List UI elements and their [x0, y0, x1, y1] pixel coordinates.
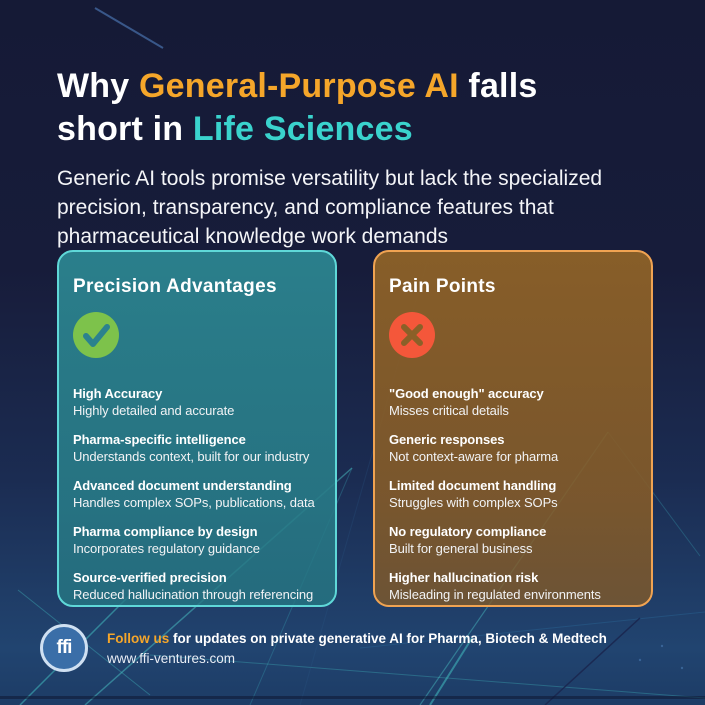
- list-item: No regulatory compliance Built for gener…: [389, 523, 643, 557]
- cross-icon: [389, 312, 435, 358]
- page-title: Why General-Purpose AI falls short in Li…: [57, 65, 677, 151]
- list-item: Pharma-specific intelligence Understands…: [73, 431, 327, 465]
- item-desc: Understands context, built for our indus…: [73, 449, 310, 464]
- subtitle: Generic AI tools promise versatility but…: [57, 167, 603, 248]
- list-item: Pharma compliance by design Incorporates…: [73, 523, 327, 557]
- item-title: No regulatory compliance: [389, 524, 547, 539]
- logo-text: ffi: [56, 637, 73, 658]
- title-line2: short in Life Sciences: [57, 110, 413, 148]
- follow-us-highlight: Follow us: [107, 631, 170, 646]
- card-title: Precision Advantages: [73, 276, 277, 297]
- precision-advantages-card: Precision Advantages High Accuracy Highl…: [57, 250, 337, 607]
- website-url: www.ffi-ventures.com: [107, 651, 236, 666]
- item-title: Higher hallucination risk: [389, 570, 539, 585]
- card-title: Pain Points: [389, 276, 496, 297]
- item-title: Source-verified precision: [73, 570, 227, 585]
- item-desc: Incorporates regulatory guidance: [73, 541, 260, 556]
- title-highlight-teal: Life Sciences: [192, 109, 413, 148]
- list-item: Limited document handling Struggles with…: [389, 477, 643, 511]
- item-desc: Built for general business: [389, 541, 533, 556]
- follow-us-rest: for updates on private generative AI for…: [169, 631, 607, 646]
- item-desc: Struggles with complex SOPs: [389, 495, 558, 510]
- item-title: Pharma-specific intelligence: [73, 432, 246, 447]
- title-text: Why: [57, 66, 140, 105]
- list-item: Advanced document understanding Handles …: [73, 477, 327, 511]
- footer-text: Follow us for updates on private generat…: [107, 624, 607, 668]
- item-desc: Handles complex SOPs, publications, data: [73, 495, 315, 510]
- check-icon: [73, 312, 119, 358]
- item-desc: Misleading in regulated environments: [389, 587, 601, 602]
- pain-points-card: Pain Points "Good enough" accuracy Misse…: [373, 250, 653, 607]
- item-title: High Accuracy: [73, 386, 163, 401]
- item-title: Limited document handling: [389, 478, 557, 493]
- list-item: "Good enough" accuracy Misses critical d…: [389, 385, 643, 419]
- item-title: Advanced document understanding: [73, 478, 292, 493]
- card-item-list: High Accuracy Highly detailed and accura…: [73, 385, 327, 603]
- item-desc: Misses critical details: [389, 403, 509, 418]
- card-item-list: "Good enough" accuracy Misses critical d…: [389, 385, 643, 603]
- list-item: High Accuracy Highly detailed and accura…: [73, 385, 327, 419]
- footer: ffi Follow us for updates on private gen…: [40, 624, 607, 672]
- ffi-logo: ffi: [40, 624, 88, 672]
- item-title: "Good enough" accuracy: [389, 386, 544, 401]
- item-title: Pharma compliance by design: [73, 524, 258, 539]
- item-desc: Highly detailed and accurate: [73, 403, 235, 418]
- title-line1: Why General-Purpose AI falls: [57, 67, 537, 105]
- title-text: falls: [458, 66, 538, 105]
- list-item: Higher hallucination risk Misleading in …: [389, 569, 643, 603]
- item-desc: Not context-aware for pharma: [389, 449, 559, 464]
- list-item: Source-verified precision Reduced halluc…: [73, 569, 327, 603]
- title-text: short in: [57, 109, 193, 148]
- follow-us-line: Follow us for updates on private generat…: [107, 630, 607, 648]
- title-highlight-orange: General-Purpose AI: [139, 66, 459, 105]
- item-title: Generic responses: [389, 432, 505, 447]
- list-item: Generic responses Not context-aware for …: [389, 431, 643, 465]
- item-desc: Reduced hallucination through referencin…: [73, 587, 314, 602]
